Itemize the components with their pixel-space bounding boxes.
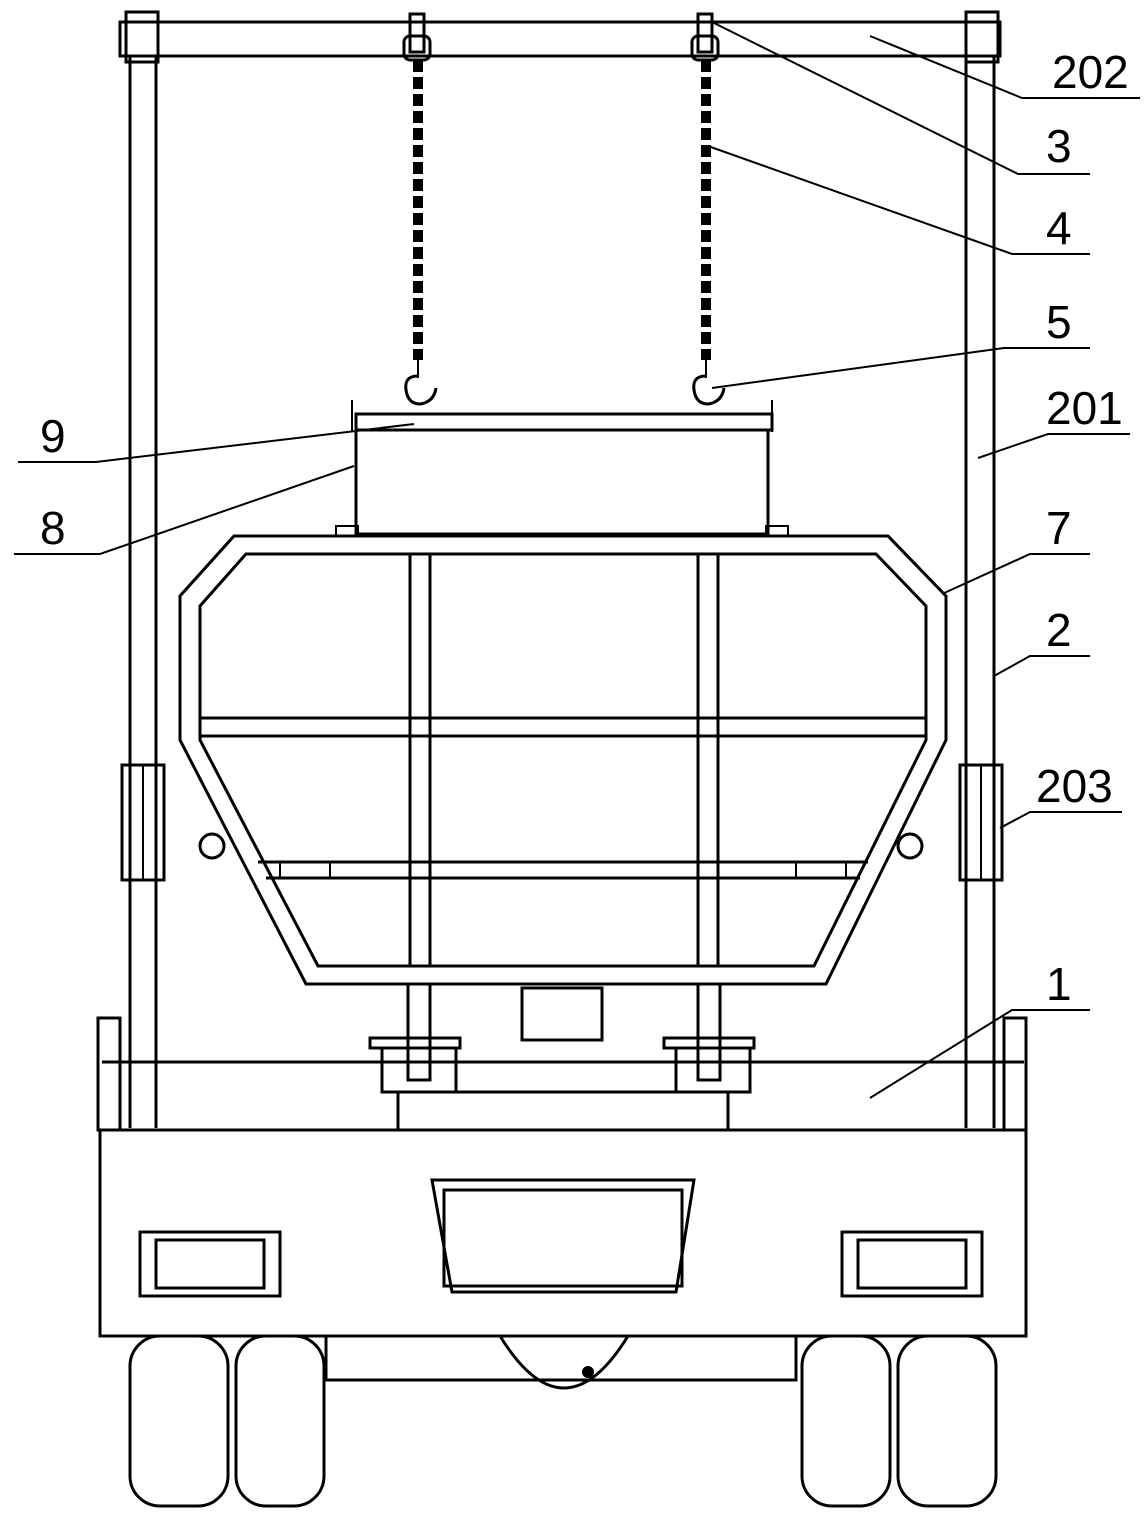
- left-hook-5: [404, 374, 438, 406]
- cage-bar-left: [408, 552, 432, 968]
- right-outer-wheel: [896, 1334, 998, 1508]
- vehicle-body-1: [96, 1016, 1028, 1338]
- right-hook-5: [692, 374, 726, 406]
- left-lamp: [138, 1230, 282, 1298]
- box-8: [354, 428, 770, 536]
- axle: [324, 1334, 798, 1382]
- lifting-frame: [118, 10, 1004, 1128]
- cage-inner: [198, 552, 928, 968]
- label-3: 3: [1046, 120, 1072, 172]
- part-labels: 202 3 4 5 9 201 8 7 2 203 1: [40, 46, 1129, 1010]
- label-201: 201: [1046, 382, 1123, 434]
- right-lamp: [840, 1230, 984, 1298]
- box-assembly: [335, 400, 789, 537]
- label-1: 1: [1046, 958, 1072, 1010]
- label-4: 4: [1046, 202, 1072, 254]
- cage-7: [178, 534, 948, 986]
- label-9: 9: [40, 410, 66, 462]
- license-plate-frame: [430, 1178, 696, 1294]
- right-inner-wheel: [800, 1334, 892, 1508]
- cage-outer: [178, 534, 948, 986]
- left-outer-wheel: [128, 1334, 230, 1508]
- support-mechanism: [368, 982, 756, 1132]
- label-7: 7: [1046, 502, 1072, 554]
- label-5: 5: [1046, 296, 1072, 348]
- label-202: 202: [1052, 46, 1129, 98]
- right-shackle-3: [696, 12, 714, 54]
- left-inner-wheel: [234, 1334, 326, 1508]
- label-203: 203: [1036, 760, 1113, 812]
- label-2: 2: [1046, 604, 1072, 656]
- crossbeam-202: [118, 20, 1002, 58]
- differential: [498, 1335, 630, 1390]
- right-post-cap: [964, 10, 1000, 64]
- left-chain-assembly: [402, 12, 438, 406]
- leader-lines: [14, 21, 1140, 1099]
- lid-9: [354, 412, 774, 432]
- cage-bar-right: [696, 552, 720, 968]
- left-post-cap: [124, 10, 160, 64]
- label-8: 8: [40, 502, 66, 554]
- wheels: [128, 1334, 998, 1508]
- right-chain-assembly: [690, 12, 726, 406]
